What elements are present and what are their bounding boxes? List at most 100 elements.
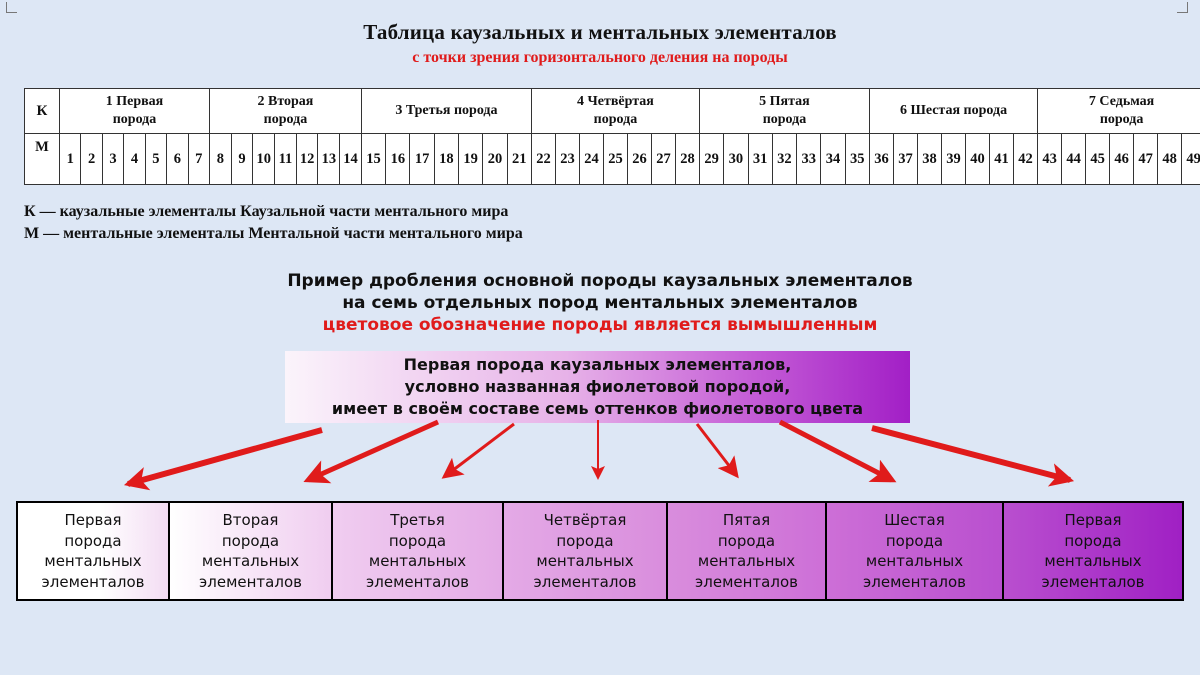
mental-breed-number: 19 [458, 133, 484, 185]
child-breed-box-6: Шестая порода ментальных элементалов [827, 503, 1004, 599]
child-breed-line: ментальных [44, 552, 142, 570]
child-breed-line: элементалов [695, 572, 798, 591]
mental-breed-number: 17 [409, 133, 435, 185]
breed-header-line: порода [1099, 112, 1144, 127]
mental-breed-number: 3 [101, 133, 125, 185]
mental-breed-number: 48 [1157, 133, 1183, 185]
page-subtitle: с точки зрения горизонтального деления н… [412, 49, 788, 66]
mental-breed-number: 24 [578, 133, 604, 185]
breeds-table: К 1 Первая порода 2 Вторая порода 3 Третья по… [24, 88, 1200, 185]
page-title: Таблица каузальных и ментальных элемента… [363, 20, 837, 44]
legend-m: М — ментальные элементалы Ментальной час… [24, 225, 523, 242]
child-breed-line: Первая [64, 511, 122, 529]
example-color-note: цветовое обозначение породы является вым… [322, 315, 878, 335]
mental-breed-number: 34 [820, 133, 846, 185]
mental-breed-number: 12 [295, 133, 319, 185]
breed-header-line: 4 Четвёртая [577, 94, 654, 109]
breed-header-line: 3 Третья порода [395, 103, 498, 118]
mental-breed-number: 41 [988, 133, 1014, 185]
mental-breed-number: 20 [482, 133, 508, 185]
parent-line: условно названная фиолетовой породой, [404, 377, 791, 396]
child-breed-line: ментальных [536, 552, 634, 570]
mental-breed-number: 25 [602, 133, 628, 185]
arrow-to-breed-1 [123, 427, 323, 491]
breed-header-5: 5 Пятая порода [698, 88, 870, 134]
child-breed-line: ментальных [201, 552, 300, 570]
mental-breed-number: 16 [385, 133, 411, 185]
mental-breed-number: 47 [1133, 133, 1159, 185]
mental-breed-number: 46 [1109, 133, 1135, 185]
breed-header-line: 2 Вторая [257, 94, 314, 109]
corner-mark-left [6, 2, 17, 13]
mental-breed-number: 35 [844, 133, 870, 185]
arrow-to-breed-3 [441, 422, 515, 479]
breed-header-line: порода [762, 112, 807, 127]
child-breed-line: порода [885, 531, 944, 550]
breed-header-6: 6 Шестая порода [868, 88, 1039, 134]
mental-breed-number: 38 [916, 133, 942, 185]
mental-breed-number: 7 [187, 133, 210, 185]
child-breed-line: элементалов [199, 572, 302, 591]
mental-breed-number: 32 [771, 133, 798, 185]
example-heading-line1: Пример дробления основной породы каузаль… [287, 271, 913, 291]
breed-header-line: порода [112, 112, 157, 127]
child-breed-line: Пятая [722, 511, 771, 529]
child-breed-line: Третья [390, 511, 445, 529]
breed-header-1: 1 Первая порода [59, 88, 210, 134]
child-breed-line: порода [1064, 531, 1122, 550]
mental-breed-number: 44 [1061, 133, 1087, 185]
mental-breed-number: 42 [1012, 133, 1039, 185]
mental-breed-number: 33 [796, 133, 822, 185]
child-breed-line: Первая [1064, 511, 1122, 529]
arrow-to-breed-5 [695, 423, 739, 479]
breed-header-line: порода [593, 112, 638, 127]
mental-breed-number: 39 [940, 133, 966, 185]
mental-breed-number: 8 [208, 133, 232, 185]
arrow-to-breed-7 [871, 425, 1075, 487]
arrow-to-breed-6 [778, 419, 897, 483]
example-heading-line2: на семь отдельных пород ментальных элеме… [342, 293, 858, 313]
breed-header-line: 5 Пятая [759, 94, 810, 109]
child-breed-line: порода [64, 531, 122, 550]
child-breed-line: Вторая [222, 511, 279, 529]
mental-breed-number: 18 [433, 133, 460, 185]
mental-breed-number: 11 [274, 133, 297, 185]
mental-breed-number: 28 [674, 133, 700, 185]
mental-breed-number: 6 [166, 133, 189, 185]
breed-header-line: 1 Первая [105, 94, 164, 109]
mental-breed-number: 2 [80, 133, 103, 185]
child-breed-line: порода [717, 531, 776, 550]
child-breed-line: элементалов [1041, 572, 1145, 591]
mental-breed-number: 10 [252, 133, 276, 185]
child-breed-line: ментальных [865, 552, 964, 570]
mental-breed-number: 14 [339, 133, 362, 185]
mental-breed-number: 4 [123, 133, 146, 185]
mental-breed-number: 37 [892, 133, 918, 185]
mental-breed-number: 36 [868, 133, 894, 185]
mental-breed-number: 9 [230, 133, 254, 185]
mental-breed-number: 1 [58, 133, 82, 185]
parent-line: имеет в своём составе семь оттенков фиол… [331, 399, 864, 418]
row-label-k: К [24, 88, 60, 134]
mental-breed-number: 30 [723, 133, 749, 185]
mental-breed-number: 45 [1085, 133, 1111, 185]
mental-breed-number: 29 [698, 133, 725, 185]
mental-breed-number: 22 [530, 133, 556, 185]
child-breeds-row: Первая порода ментальных элементалов Вторая п… [16, 501, 1184, 601]
arrow-to-breed-2 [303, 419, 440, 484]
child-breed-line: элементалов [863, 572, 966, 591]
child-breed-line: Шестая [884, 511, 945, 529]
child-breed-line: порода [388, 531, 447, 550]
child-breed-line: элементалов [41, 572, 145, 591]
mental-breed-number: 43 [1037, 133, 1063, 185]
mental-breed-number: 40 [964, 133, 990, 185]
mental-breed-number: 23 [554, 133, 580, 185]
mental-breed-number: 49 [1181, 133, 1200, 185]
corner-mark-right [1177, 2, 1188, 13]
breed-header-line: порода [263, 112, 308, 127]
